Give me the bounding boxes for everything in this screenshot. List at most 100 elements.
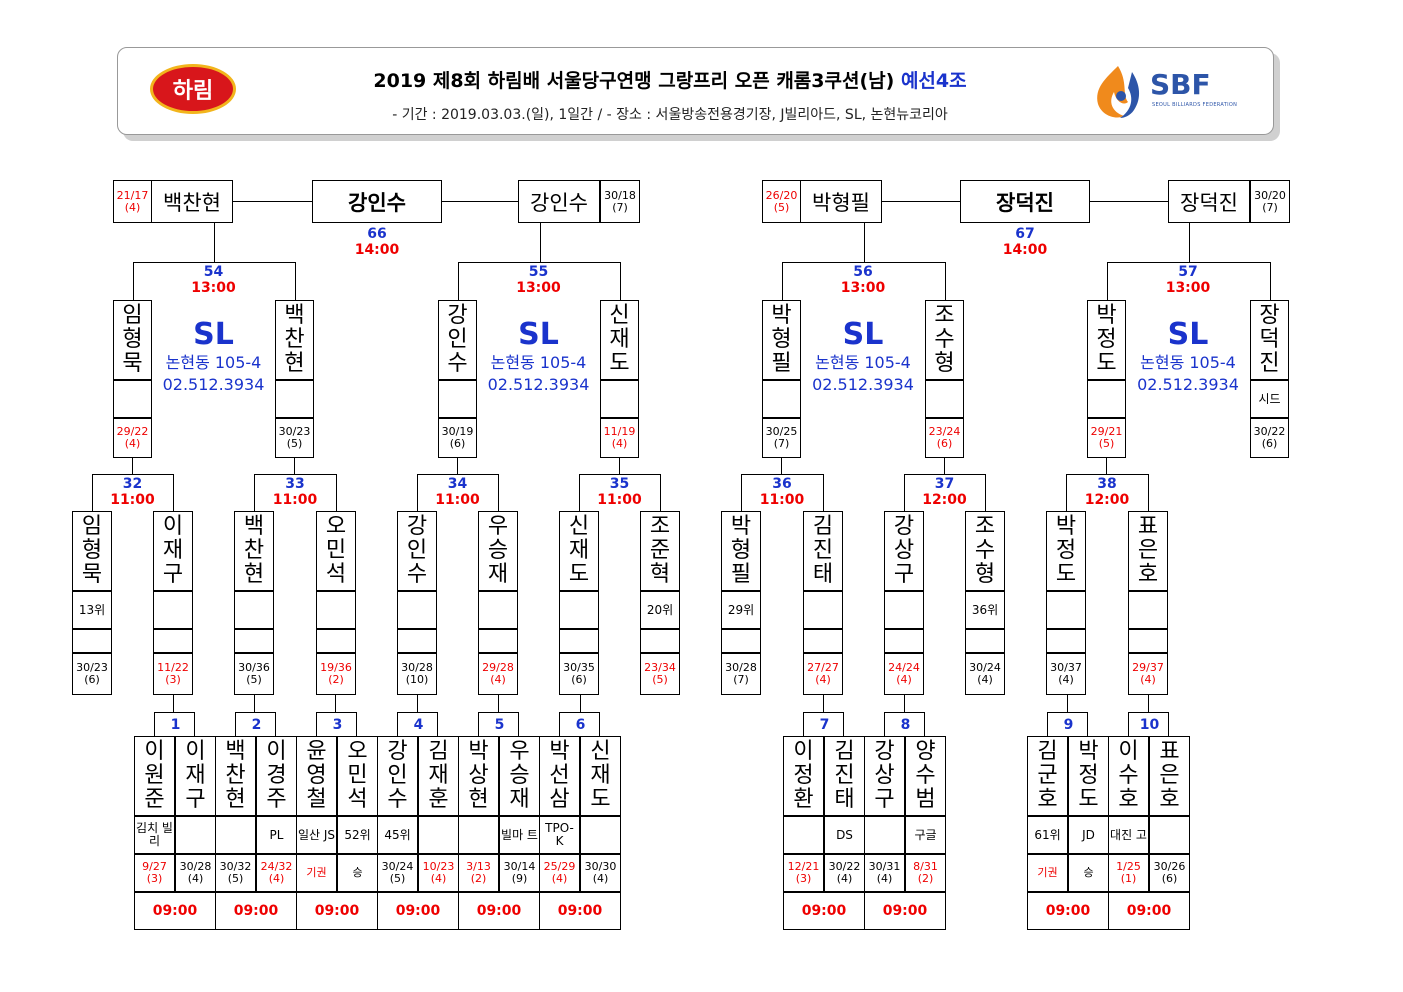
bracket-line bbox=[579, 474, 661, 475]
match-score: 3/13(2) bbox=[458, 854, 499, 892]
score-value: 30/22 bbox=[1253, 425, 1286, 438]
score-value: 30/31 bbox=[868, 860, 901, 873]
blank-cell bbox=[153, 629, 193, 653]
match-score: 27/27(4) bbox=[803, 653, 843, 695]
seed-note bbox=[1046, 591, 1086, 629]
match-score: 30/14(9) bbox=[499, 854, 540, 892]
match-score: 11/22(3) bbox=[153, 653, 193, 695]
match-time: 11:00 bbox=[759, 492, 805, 508]
match-score: 1/25(1) bbox=[1108, 854, 1149, 892]
match-score: 11/19(4) bbox=[600, 418, 639, 458]
player-name: 강인수 bbox=[530, 190, 588, 215]
seed-note: 52위 bbox=[337, 816, 378, 854]
page-subtitle: - 기간 : 2019.03.03.(일), 1일간 / - 장소 : 서울방송… bbox=[392, 107, 948, 123]
note-text: DS bbox=[836, 827, 853, 842]
bracket-line bbox=[1148, 695, 1149, 713]
score-value: 29/37 bbox=[1132, 661, 1164, 674]
name-char: 오 bbox=[325, 514, 347, 539]
match-time: 09:00 bbox=[783, 892, 865, 930]
name-char: 강 bbox=[893, 514, 915, 539]
name-char: 준 bbox=[649, 538, 671, 563]
inning-count: (7) bbox=[733, 673, 749, 686]
bracket-line bbox=[254, 474, 255, 512]
match-time: 14:00 bbox=[1002, 242, 1048, 258]
final-right-score: 30/18(7) bbox=[600, 180, 640, 223]
name-char: 준 bbox=[144, 787, 165, 812]
name-char: 백 bbox=[284, 303, 305, 328]
inning-count: (4) bbox=[977, 673, 993, 686]
match-number: 2 bbox=[251, 717, 262, 733]
bracket-line bbox=[904, 474, 986, 475]
name-char: 신 bbox=[609, 303, 630, 328]
inning-count: (5) bbox=[773, 200, 790, 214]
match-number-tab: 1 bbox=[154, 712, 195, 736]
seed-note: TPO- K bbox=[539, 816, 580, 854]
bracket-line bbox=[741, 474, 824, 475]
score-value: 11/22 bbox=[157, 661, 189, 674]
bracket-line bbox=[985, 474, 986, 512]
score-value: 27/27 bbox=[807, 661, 839, 674]
bracket-line bbox=[457, 262, 459, 301]
note-text: 29위 bbox=[727, 602, 755, 617]
name-char: 민 bbox=[325, 538, 347, 563]
score-value: 30/30 bbox=[584, 860, 617, 873]
bracket-line bbox=[904, 474, 905, 512]
seed-note bbox=[600, 380, 639, 418]
note-text: 61위 bbox=[1034, 827, 1061, 842]
score-value: 29/22 bbox=[116, 425, 149, 438]
name-char: 현 bbox=[284, 351, 305, 376]
match-score: 30/23(5) bbox=[275, 418, 314, 458]
match-number: 10 bbox=[1139, 717, 1160, 733]
inning-count: (2) bbox=[470, 872, 487, 885]
score-value: 30/35 bbox=[563, 661, 595, 674]
score-value: 기권 bbox=[306, 866, 327, 879]
match-number: 3 bbox=[332, 717, 343, 733]
score-value: 30/25 bbox=[765, 425, 798, 438]
score-value: 30/37 bbox=[1050, 661, 1082, 674]
score-value: 25/29 bbox=[543, 860, 576, 873]
inning-count: (4) bbox=[896, 673, 912, 686]
match-time: 09:00 bbox=[864, 892, 946, 930]
bracket-line bbox=[579, 474, 580, 512]
final-left-player: 백찬현 bbox=[151, 180, 233, 223]
name-char: 환 bbox=[793, 787, 814, 812]
name-char: 정 bbox=[1096, 327, 1117, 352]
seed-note bbox=[275, 380, 314, 418]
bracket-line bbox=[660, 474, 661, 512]
name-char: 백 bbox=[243, 514, 265, 539]
name-char: 재 bbox=[568, 538, 590, 563]
inning-count: (6) bbox=[936, 437, 953, 450]
name-char: 도 bbox=[1096, 351, 1117, 376]
name-char: 수 bbox=[447, 351, 468, 376]
bracket-line bbox=[1106, 262, 1108, 301]
match-score: 29/28(4) bbox=[478, 653, 518, 695]
blank-cell bbox=[1128, 629, 1168, 653]
score-value: 24/32 bbox=[260, 860, 293, 873]
name-char: 석 bbox=[325, 562, 347, 587]
name-char: 형 bbox=[974, 562, 996, 587]
bracket-line bbox=[442, 201, 519, 202]
bracket-line bbox=[781, 262, 783, 301]
match-time: 09:00 bbox=[1027, 892, 1109, 930]
score-value: 30/28 bbox=[179, 860, 212, 873]
match-time: 13:00 bbox=[191, 280, 236, 296]
bracket-line bbox=[1189, 223, 1190, 263]
name-char: 훈 bbox=[428, 787, 449, 812]
bracket-line bbox=[1066, 474, 1067, 512]
score-value: 30/23 bbox=[278, 425, 311, 438]
bracket-line bbox=[214, 223, 215, 263]
bracket-line bbox=[417, 695, 418, 713]
name-char: 박 bbox=[1078, 739, 1099, 764]
name-char: 우 bbox=[509, 739, 530, 764]
inning-count: (4) bbox=[490, 673, 506, 686]
